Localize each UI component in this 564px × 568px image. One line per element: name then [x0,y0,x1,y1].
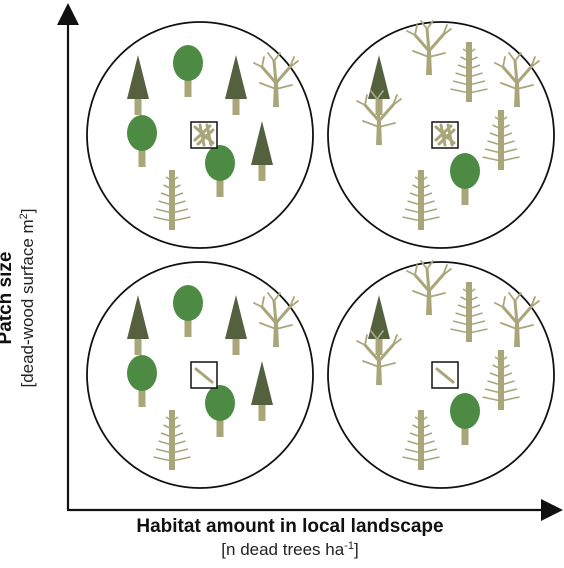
living-deciduous-icon [205,385,235,437]
y-axis-title: Patch size [0,251,16,345]
dead-conifer-icon [450,42,488,102]
dead-wood-piece-icon [431,121,459,149]
living-conifer-icon [225,295,247,355]
living-deciduous-icon [450,153,480,205]
living-conifer-icon [251,121,273,181]
dead-deciduous-icon [494,52,540,107]
dead-conifer-icon [482,110,520,170]
dead-deciduous-icon [406,260,452,315]
dead-wood-piece-icon [431,361,459,389]
dead-deciduous-icon [356,330,402,385]
living-deciduous-icon [450,393,480,445]
dead-conifer-icon [153,410,191,470]
living-conifer-icon [127,55,149,115]
dead-deciduous-icon [253,52,299,107]
x-axis-label: Habitat amount in local landscape [n dea… [60,516,520,562]
x-axis-unit: [n dead trees ha-1] [221,540,359,559]
living-conifer-icon [127,295,149,355]
dead-wood-piece-icon [190,121,218,149]
dead-conifer-icon [482,350,520,410]
dead-conifer-icon [402,170,440,230]
dead-wood-piece-icon [190,361,218,389]
living-deciduous-icon [173,45,203,97]
living-deciduous-icon [127,355,157,407]
dead-deciduous-icon [494,292,540,347]
y-axis-label: Patch size [dead-wood surface m2] [0,163,55,433]
dead-conifer-icon [153,170,191,230]
living-deciduous-icon [205,145,235,197]
living-deciduous-icon [173,285,203,337]
living-deciduous-icon [127,115,157,167]
living-conifer-icon [251,361,273,421]
dead-deciduous-icon [406,20,452,75]
dead-deciduous-icon [356,90,402,145]
y-axis-unit: [dead-wood surface m2] [18,208,37,388]
dead-conifer-icon [402,410,440,470]
living-conifer-icon [225,55,247,115]
dead-conifer-icon [450,282,488,342]
x-axis-title: Habitat amount in local landscape [136,516,444,537]
dead-deciduous-icon [253,292,299,347]
